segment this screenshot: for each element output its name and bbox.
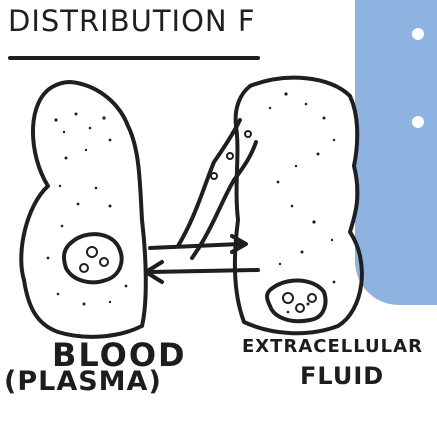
fluid-label: FLUID: [300, 362, 384, 390]
inner-cell-outline: [267, 280, 325, 321]
extracellular-compartment-outline: [235, 78, 362, 334]
blood-compartment-outline: [21, 82, 146, 337]
fluid-transfer-arrow: [146, 262, 258, 282]
extracellular-label: EXTRACELLULAR: [242, 336, 423, 357]
inner-cell-outline: [64, 234, 122, 282]
plasma-label: (PLASMA): [4, 366, 162, 397]
